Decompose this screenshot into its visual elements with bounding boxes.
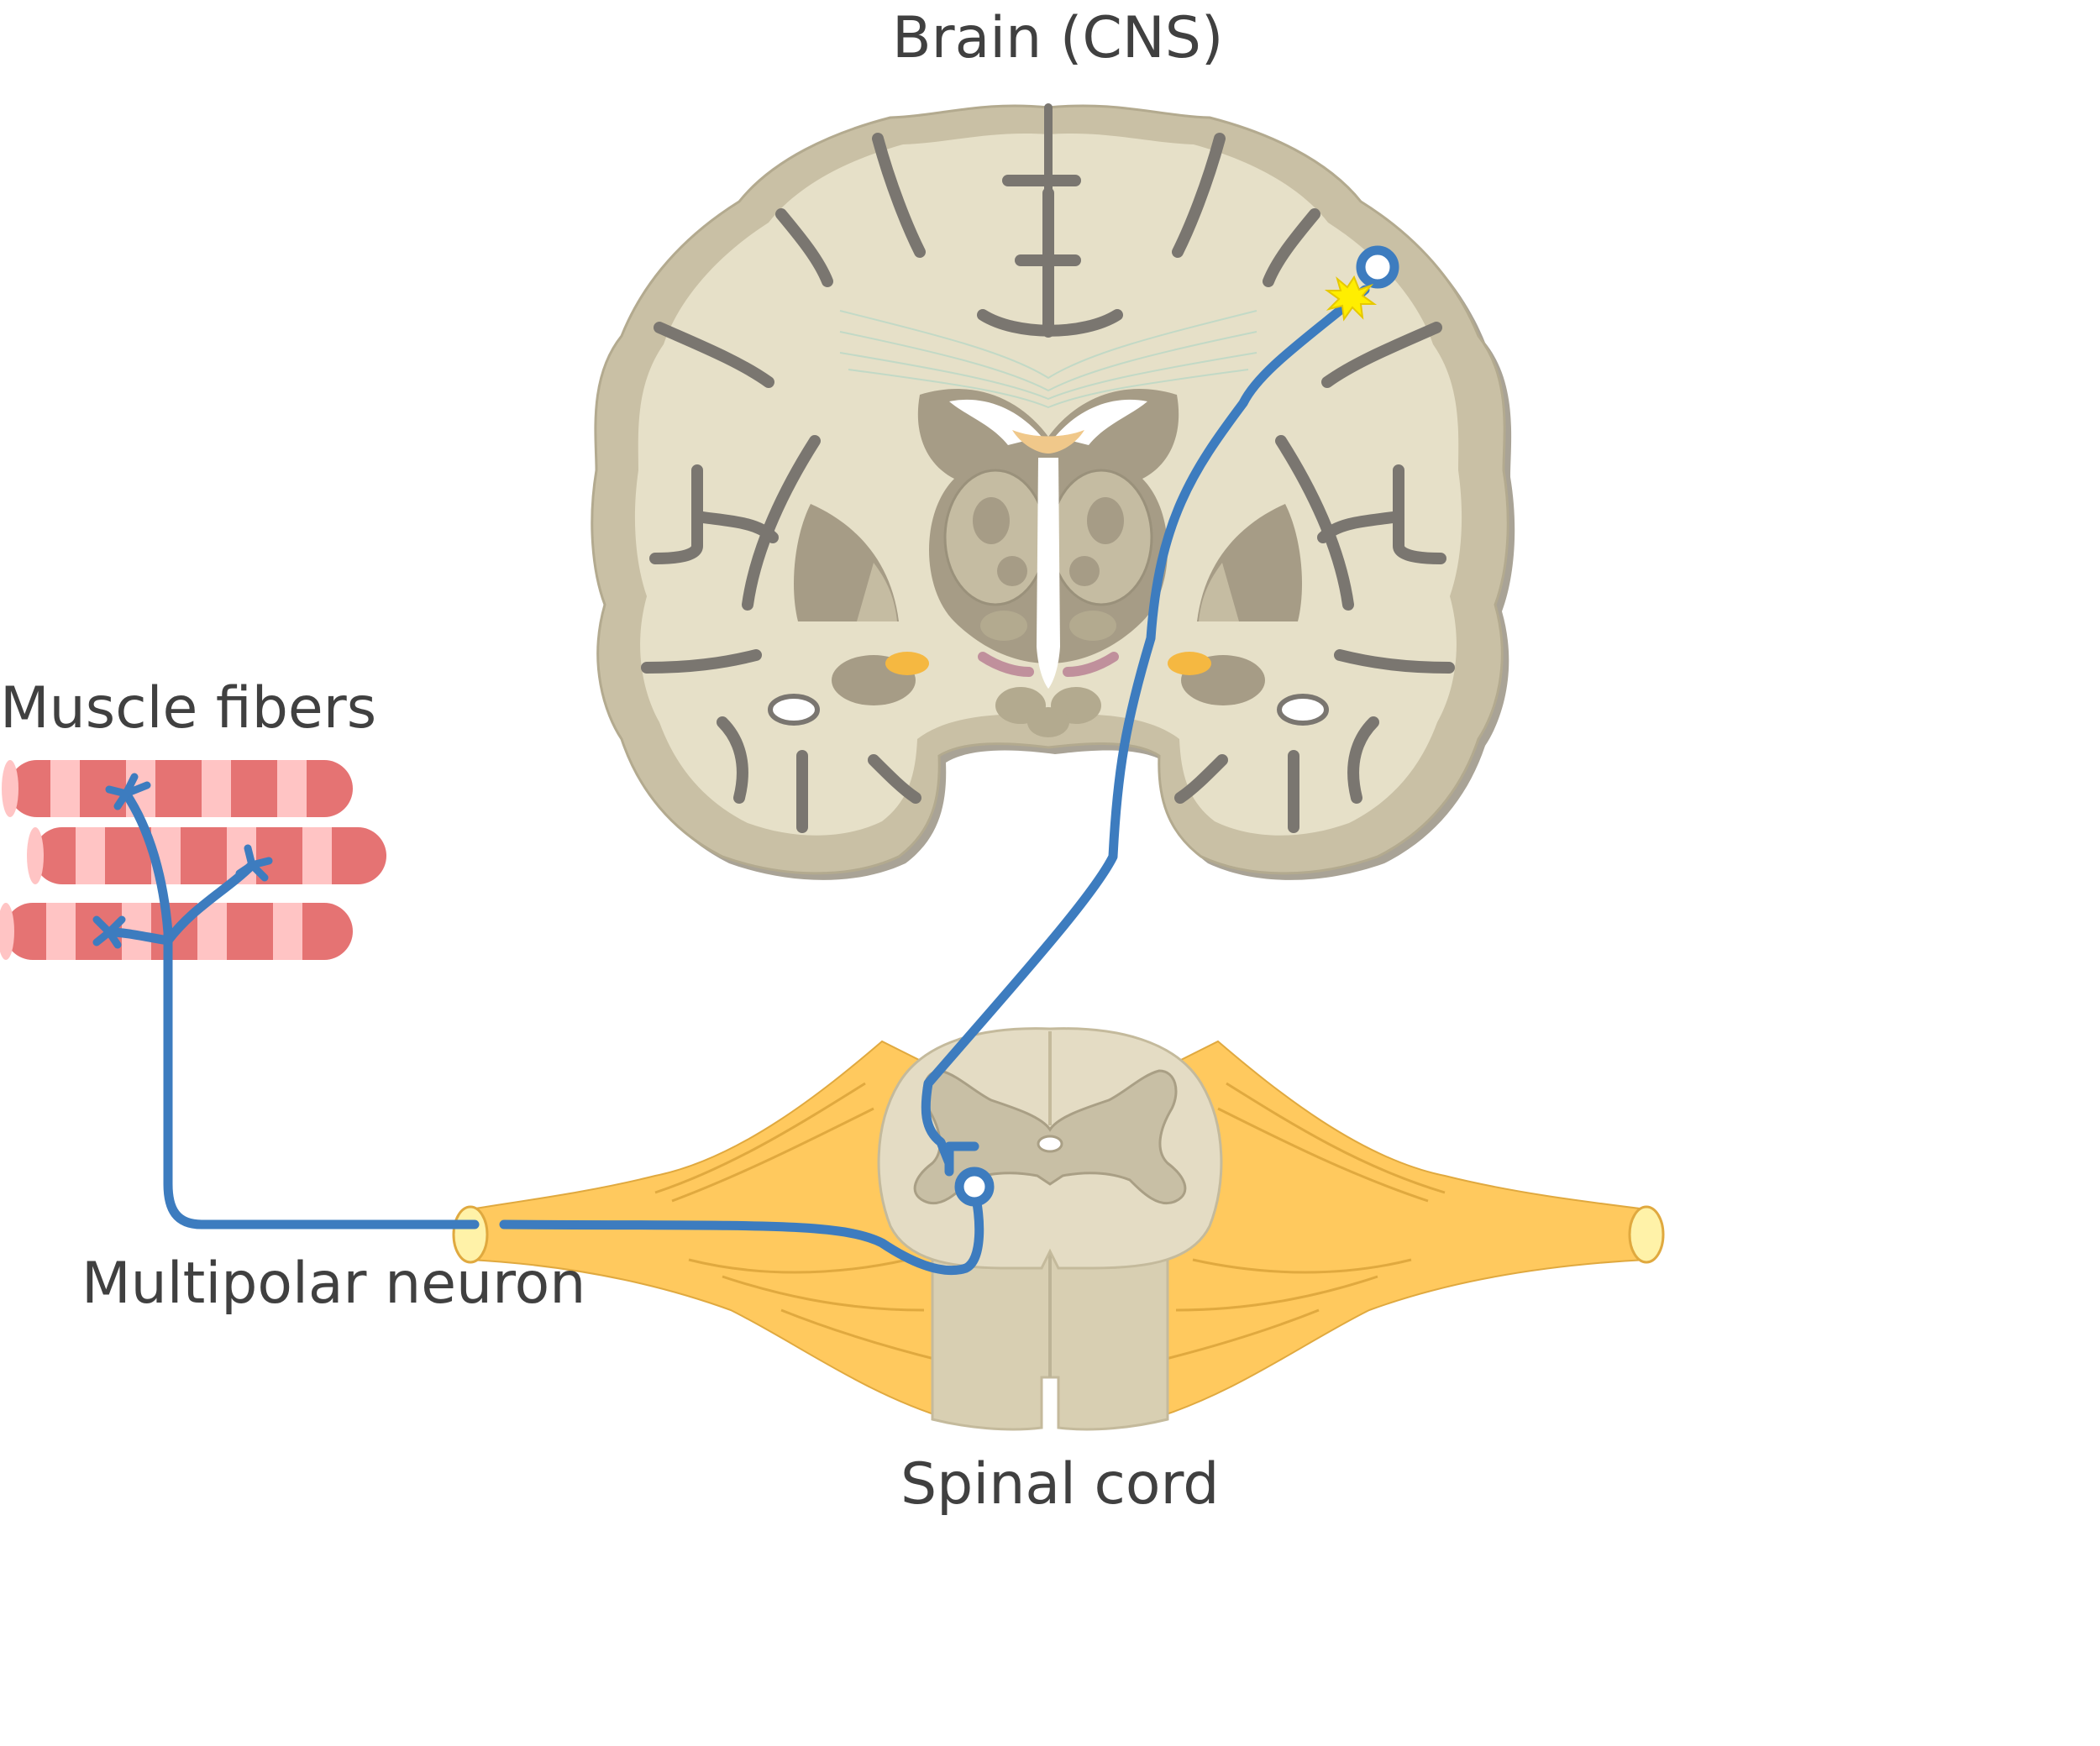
spinal-cord <box>452 1027 1665 1431</box>
muscle-fiber-top <box>2 760 353 817</box>
brain-label: Brain (CNS) <box>892 5 1224 71</box>
upper-motor-neuron <box>921 285 1370 1177</box>
lower-neuron-soma <box>954 1167 995 1207</box>
spinal-cord-label: Spinal cord <box>900 1451 1220 1518</box>
muscle-fibers-label: Muscle fibers <box>0 675 377 742</box>
neuromuscular-terminals <box>92 773 273 949</box>
muscle-fibers <box>0 760 386 960</box>
upper-neuron-soma <box>1356 245 1399 289</box>
muscle-fiber-middle <box>27 827 386 884</box>
action-potential-spark <box>1324 275 1378 322</box>
brain-coronal-section <box>591 103 1515 880</box>
multipolar-neuron-label: Multipolar neuron <box>81 1251 586 1317</box>
